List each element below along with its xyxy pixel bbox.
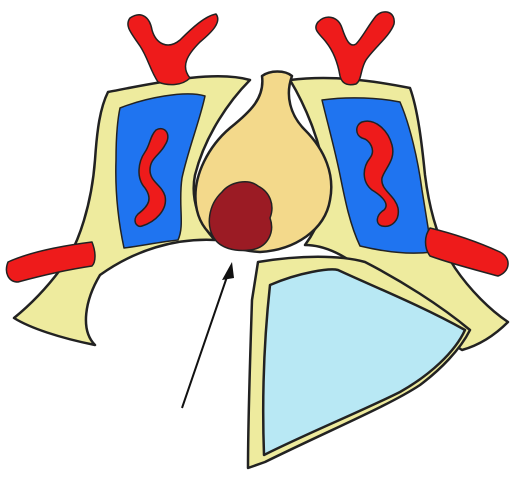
pointer-arrow-shaft	[182, 268, 230, 408]
right-upper-artery	[316, 12, 394, 85]
pointer-arrow-head	[222, 262, 234, 280]
left-upper-artery	[128, 14, 218, 85]
